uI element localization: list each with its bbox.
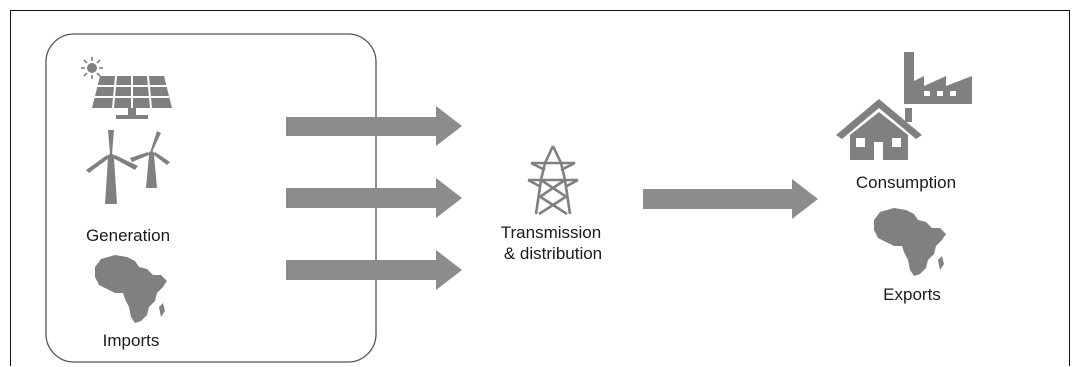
transmission-label-line1: Transmission [501, 223, 601, 242]
house-icon [836, 99, 922, 160]
solar-panel-icon [92, 75, 172, 119]
africa-map-icon [95, 255, 167, 323]
consumption-label: Consumption [856, 173, 956, 192]
sun-icon [81, 57, 103, 79]
exports-label: Exports [883, 285, 941, 304]
transmission-tower-icon [527, 145, 579, 216]
flow-arrow-bottom [286, 250, 462, 290]
wind-turbine-icon [86, 130, 170, 204]
transmission-label-line2: & distribution [504, 244, 602, 263]
figure-frame [10, 10, 1070, 366]
imports-label: Imports [103, 331, 160, 350]
flow-arrow-middle [286, 178, 462, 218]
flow-arrow-to-consumption [643, 179, 818, 219]
africa-map-icon [874, 208, 946, 276]
generation-label: Generation [86, 226, 170, 245]
flow-arrow-top [286, 106, 462, 146]
factory-icon [904, 52, 972, 104]
